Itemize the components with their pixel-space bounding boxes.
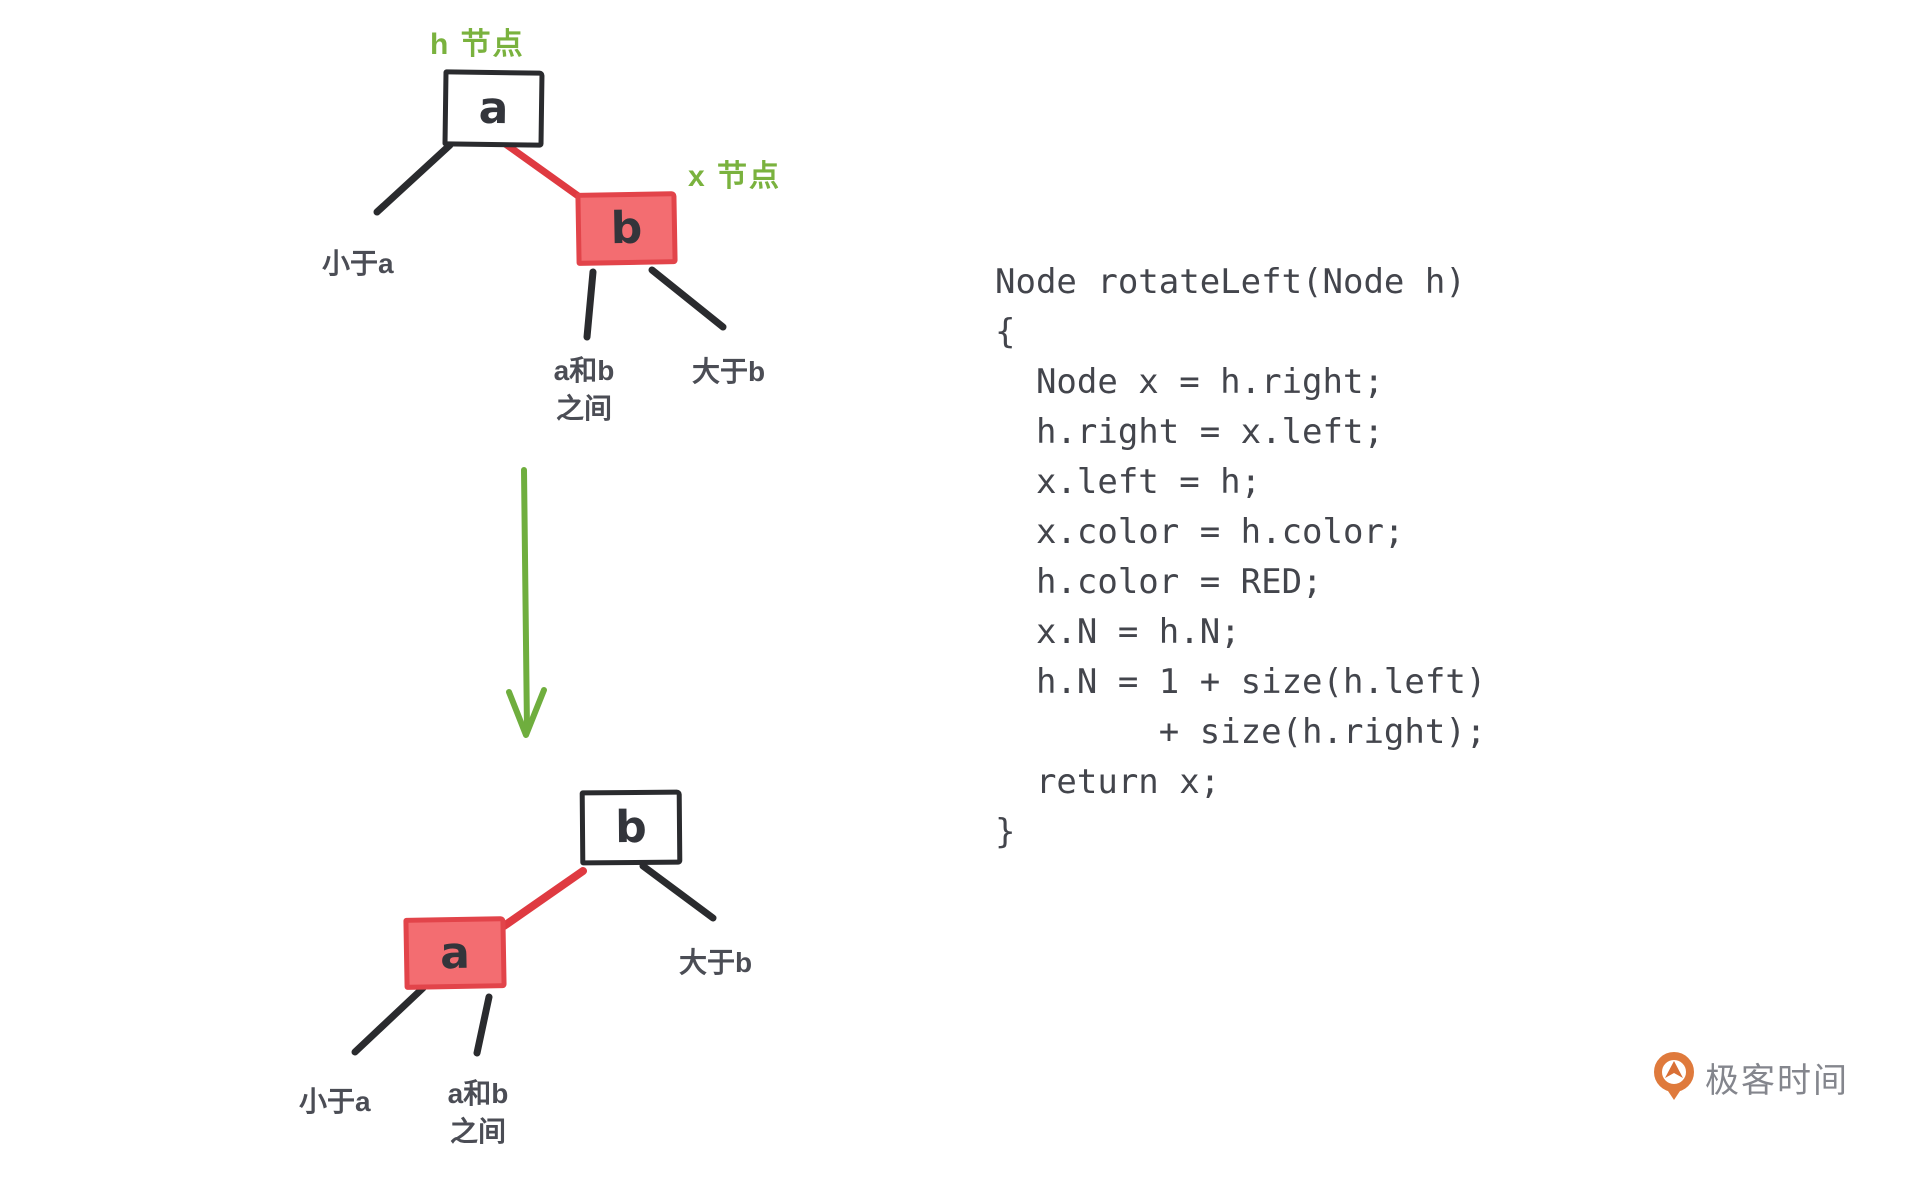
rotate-arrow-head: [506, 687, 547, 738]
bottom-leaf-less-than-a: 小于a: [299, 1086, 371, 1117]
edge-bottom-a-to-leftleaf: [351, 984, 427, 1056]
top-node-a-box: a: [442, 69, 545, 148]
bottom-leaf-between-line1: a和b: [447, 1078, 509, 1109]
edge-bottom-b-to-a-red-link: [500, 867, 587, 930]
bottom-node-a-letter: a: [439, 927, 471, 979]
bottom-node-b-box: b: [579, 789, 683, 866]
edge-bottom-a-to-midleaf: [473, 993, 493, 1057]
bottom-node-a-box: a: [403, 916, 507, 990]
edge-top-a-to-leftleaf: [373, 141, 454, 216]
top-leaf-between-line1: a和b: [553, 355, 615, 386]
top-leaf-between-line2: 之间: [555, 393, 612, 424]
top-node-a-letter: a: [478, 82, 509, 135]
geektime-logo: 极客时间: [1653, 1051, 1849, 1103]
edge-top-b-to-midleaf: [583, 268, 597, 341]
rotate-left-code: Node rotateLeft(Node h) { Node x = h.rig…: [995, 262, 1487, 852]
top-leaf-between-a-b: a和b 之间: [538, 352, 630, 428]
edge-bottom-b-to-rightleaf: [639, 862, 717, 922]
top-node-b-box: b: [575, 191, 678, 266]
top-leaf-less-than-a: 小于a: [322, 248, 394, 279]
edge-top-a-to-b-red-link: [500, 139, 585, 202]
bottom-leaf-between-line2: 之间: [449, 1116, 506, 1147]
edge-top-b-to-rightleaf: [648, 266, 727, 331]
top-node-b-letter: b: [610, 202, 643, 255]
rotate-arrow-shaft: [521, 467, 530, 733]
bottom-leaf-greater-than-b: 大于b: [679, 947, 753, 978]
geektime-logo-text: 极客时间: [1705, 1061, 1849, 1100]
h-node-label: h 节点: [430, 28, 525, 61]
geektime-logo-icon: [1654, 1052, 1694, 1100]
bottom-node-b-letter: b: [615, 801, 647, 854]
bottom-leaf-between-a-b: a和b 之间: [432, 1075, 524, 1151]
top-leaf-greater-than-b: 大于b: [692, 356, 766, 387]
x-node-label: x 节点: [688, 160, 782, 193]
